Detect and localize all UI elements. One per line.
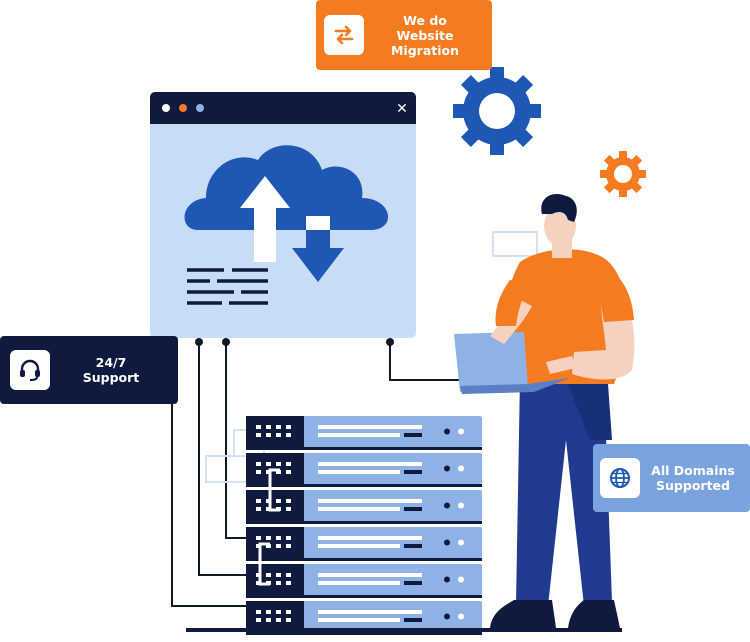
gear-large-icon (453, 67, 541, 155)
server-unit-face (246, 490, 304, 521)
window-dot-orange (179, 104, 187, 112)
server-unit (246, 453, 482, 484)
support-line2: Support (82, 370, 140, 385)
server-unit-face (246, 527, 304, 558)
server-unit-face (246, 564, 304, 595)
server-unit (246, 564, 482, 595)
globe-icon (600, 458, 640, 498)
floor-line (186, 628, 622, 632)
server-rack (246, 416, 482, 635)
window-text-lines (187, 268, 268, 305)
support-line1: 24/7 (95, 355, 127, 370)
server-unit (246, 490, 482, 521)
cloud-transfer-icon (184, 145, 389, 282)
gear-small-icon (600, 151, 646, 197)
website-migration-text: We do Website Migration (364, 13, 486, 58)
server-unit (246, 416, 482, 447)
all-domains-badge: All Domains Supported (593, 444, 750, 512)
all-domains-line2: Supported (656, 478, 730, 493)
arrows-swap-icon (324, 15, 364, 55)
server-unit-face (246, 416, 304, 447)
server-unit (246, 601, 482, 632)
all-domains-line1: All Domains (651, 463, 735, 478)
server-unit (246, 527, 482, 558)
website-migration-line2: Website Migration (390, 27, 460, 58)
headset-icon (10, 350, 50, 390)
all-domains-text: All Domains Supported (640, 463, 746, 493)
server-unit-face (246, 601, 304, 632)
support-badge: 24/7 Support (0, 336, 178, 404)
window-dot-blue (196, 104, 204, 112)
person-figure (454, 194, 635, 628)
website-migration-line1: We do (403, 12, 447, 28)
window-close-icon: ✕ (396, 101, 408, 117)
website-migration-badge: We do Website Migration (316, 0, 492, 70)
support-text: 24/7 Support (50, 355, 172, 385)
window-dot-white (162, 104, 170, 112)
